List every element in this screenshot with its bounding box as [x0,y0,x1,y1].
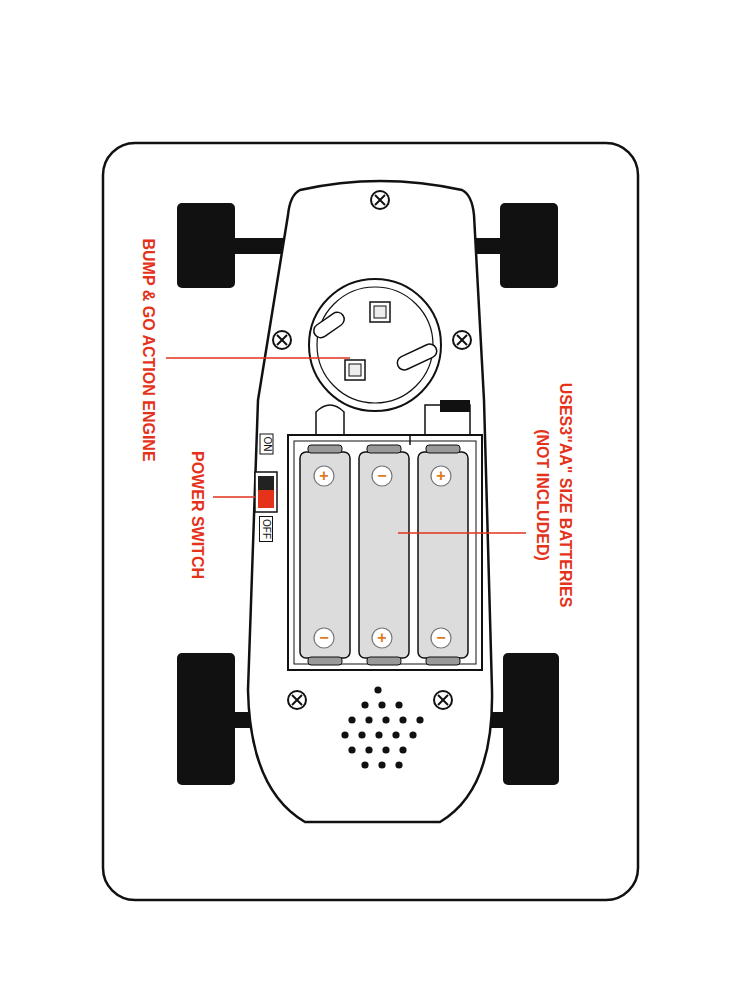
screw-slot [457,335,467,345]
engine-contact [374,306,386,318]
card-outline [103,143,638,900]
screw-slot [277,335,287,345]
wheel [177,203,235,288]
polarity-mark: − [319,630,328,646]
screw-head [273,331,291,349]
speaker-hole [361,761,368,768]
compartment-rib [409,436,411,445]
battery-terminal [426,657,460,665]
speaker-hole [392,731,399,738]
speaker-hole [358,731,365,738]
screw-slot [457,335,467,345]
speaker-hole [378,701,385,708]
engine-contact [345,360,365,380]
screw-slot [375,195,385,205]
speaker-hole [348,746,355,753]
wheel [503,653,559,785]
battery-terminal [367,445,401,453]
screw-head [371,191,389,209]
switch-knob [258,476,274,490]
switch-knob-red [258,490,274,508]
engine-slot [311,310,347,341]
engine-contact [370,302,390,322]
wheel [177,653,235,785]
polarity-mark: − [377,468,386,484]
leader-line [213,496,255,498]
speaker-hole [399,746,406,753]
car-body [248,181,492,822]
speaker-hole [365,746,372,753]
screw-head [434,691,452,709]
polarity-mark: + [377,630,386,646]
switch-label: OFF [259,516,273,542]
polarity-circle [372,628,392,648]
screw-slot [277,335,287,345]
speaker-hole [399,716,406,723]
screw-slot [375,195,385,205]
screw-head [288,691,306,709]
speaker-hole [361,701,368,708]
engine-contact [349,364,361,376]
cover-latch [440,400,470,412]
battery-terminal [308,445,342,453]
callout-label: (NOT INCLUDED) [534,429,550,561]
leader-line [166,357,350,359]
speaker-hole [375,731,382,738]
leader-line [398,532,526,534]
battery-cell [418,452,468,658]
callout-label: BUMP & GO ACTION ENGINE [140,238,156,461]
screw-head [453,331,471,349]
switch-slot [255,472,277,512]
speaker-hole [341,731,348,738]
speaker-hole [395,761,402,768]
cover-tab [316,405,344,435]
battery-terminal [426,445,460,453]
callout-label: USES3"AA" SIZE BATTERIES [557,383,573,608]
polarity-circle [431,466,451,486]
engine-slot [395,342,439,372]
speaker-hole [395,701,402,708]
battery-terminal [308,657,342,665]
battery-cells [300,436,468,665]
speaker-hole [416,716,423,723]
polarity-mark: + [436,468,445,484]
switch-label: ON [259,434,273,455]
speaker-hole [365,716,372,723]
battery-terminal [367,657,401,665]
polarity-circle [314,628,334,648]
screw-slot [438,695,448,705]
polarity-circle [431,628,451,648]
speaker-hole [382,716,389,723]
speaker-hole [409,731,416,738]
speaker-hole [382,746,389,753]
polarity-circle [314,466,334,486]
engine-housing [309,279,441,411]
callout-label: POWER SWITCH [189,451,205,579]
battery-compartment [288,435,482,670]
battery-cell [359,452,409,658]
engine-ring [317,287,433,403]
screw-slot [292,695,302,705]
battery-cell [300,452,350,658]
polarity-mark: + [319,468,328,484]
speaker-holes [341,686,423,768]
screw-slot [292,695,302,705]
wheel [500,203,558,288]
battery-compartment-inner [294,441,476,664]
speaker-hole [374,686,381,693]
speaker-hole [348,716,355,723]
speaker-hole [378,761,385,768]
polarity-mark: − [436,630,445,646]
screw-slot [438,695,448,705]
polarity-circle [372,466,392,486]
